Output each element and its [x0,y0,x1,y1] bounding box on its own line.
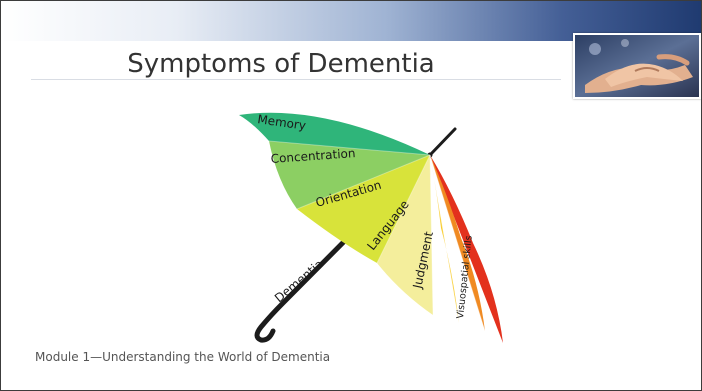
umbrella-segment-memory [239,112,430,155]
umbrella-segment-judgment [430,155,459,323]
umbrella-segment-concentration [269,140,430,209]
label-concentration: Concentration [270,146,356,166]
label-memory: Memory [257,112,307,133]
slide-title: Symptoms of Dementia [127,49,435,79]
umbrella-handle [254,152,433,343]
hands-photo-image [575,35,699,97]
label-dementia: Dementia [272,257,326,305]
slide-footer: Module 1—Understanding the World of Deme… [35,350,331,364]
umbrella-segment-orientation [297,155,430,263]
umbrella-tip [428,127,457,157]
umbrella-segment-visuospatial [430,155,485,331]
title-divider [31,79,561,80]
umbrella-illustration: Memory Concentration Orientation Languag… [201,93,541,343]
hands-photo [573,33,701,99]
umbrella-segment-language [377,155,433,315]
